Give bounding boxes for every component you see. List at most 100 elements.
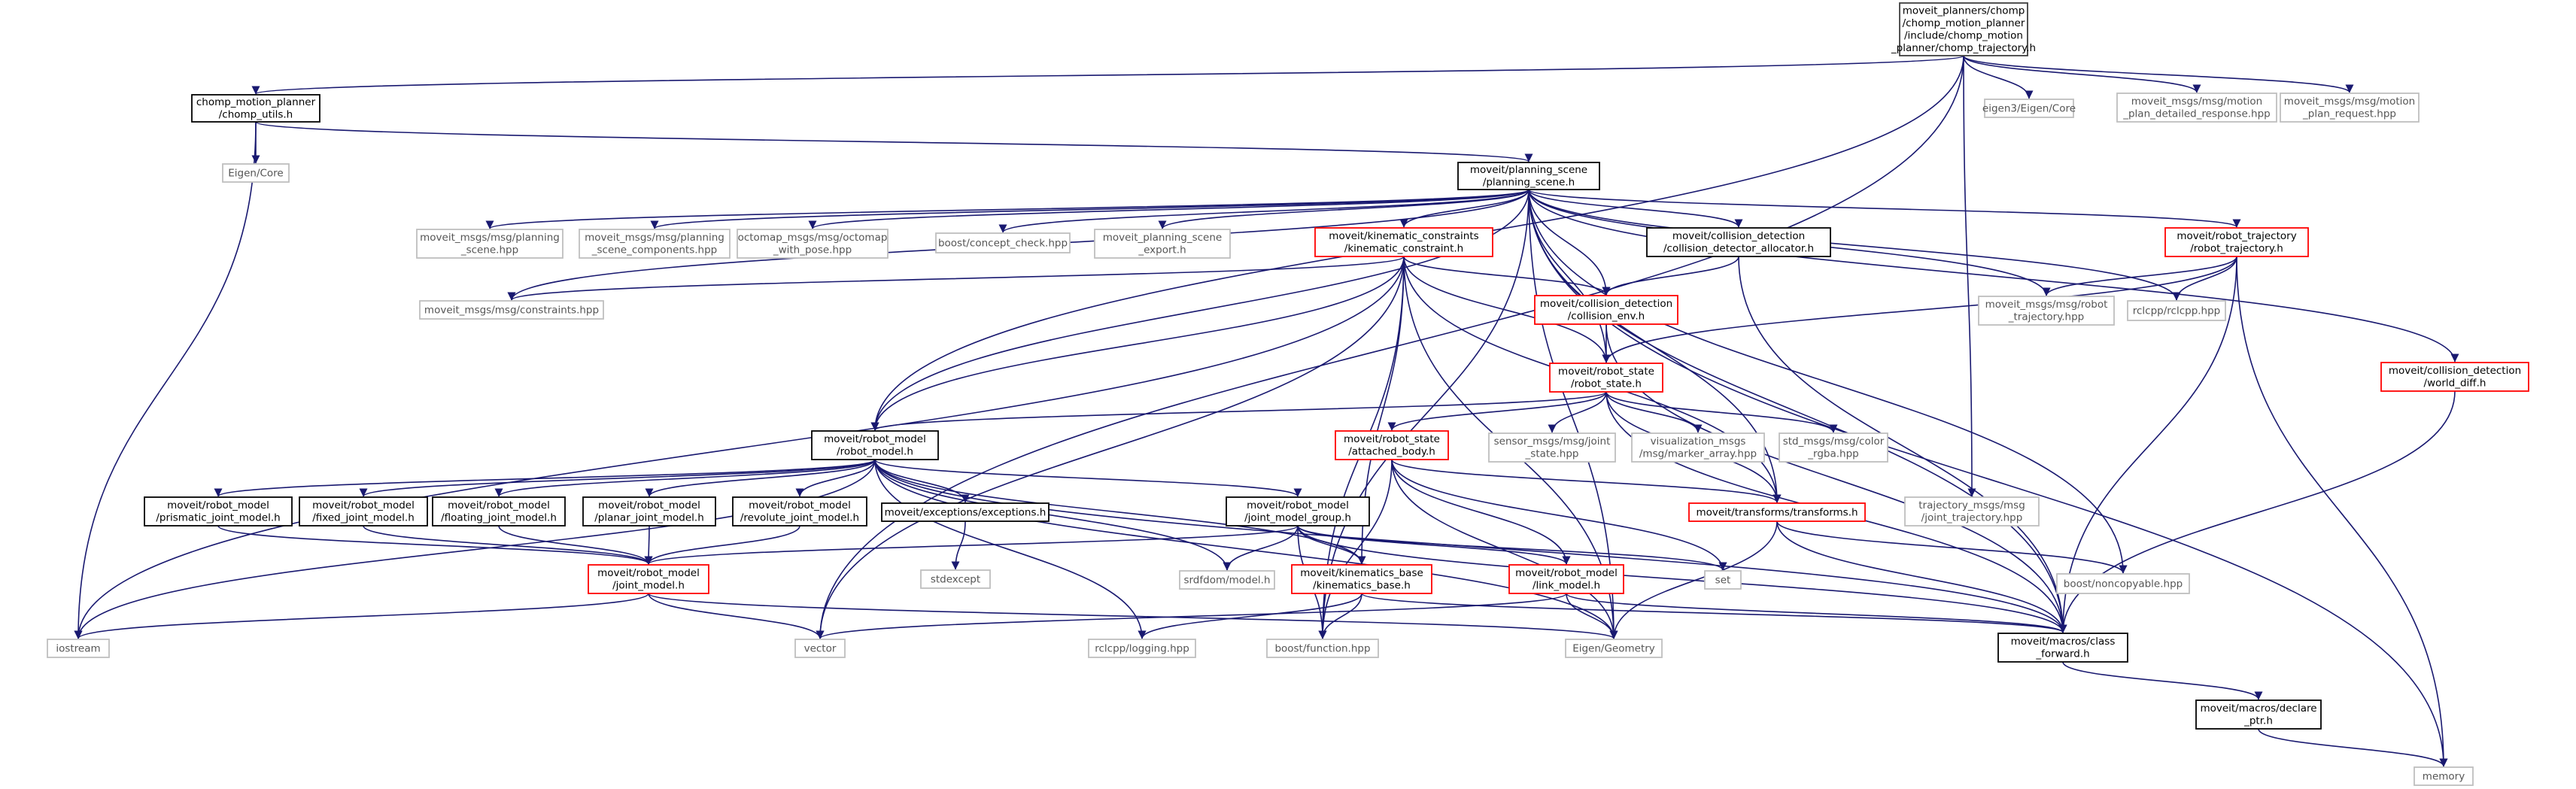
- edge-ps-to-memory: [1528, 189, 2448, 767]
- node-jtmsg: trajectory_msgs/msg/joint_trajectory.hpp: [1904, 496, 2040, 527]
- node-label-flj: moveit/robot_model: [448, 499, 550, 511]
- node-vis: visualization_msgs/msg/marker_array.hpp: [1631, 432, 1765, 463]
- node-rs[interactable]: moveit/robot_state/robot_state.h: [1549, 363, 1663, 393]
- node-color: std_msgs/msg/color_rgba.hpp: [1779, 432, 1888, 463]
- edge-rm-to-srdf: [874, 459, 1232, 571]
- node-pj[interactable]: moveit/robot_model/prismatic_joint_model…: [144, 496, 293, 527]
- node-label-cf: moveit/macros/class: [2011, 636, 2116, 648]
- node-box-vector: [794, 639, 846, 658]
- node-label-pj: /prismatic_joint_model.h: [156, 512, 280, 524]
- node-label-detailed: _plan_detailed_response.hpp: [2122, 108, 2271, 120]
- node-label-func: boost/function.hpp: [1274, 642, 1370, 654]
- node-label-cf: _forward.h: [2035, 648, 2089, 660]
- node-constraints: moveit_msgs/msg/constraints.hpp: [419, 300, 604, 320]
- node-box-cf: [1997, 633, 2128, 663]
- node-label-octo: octomap_msgs/msg/octomap: [738, 232, 888, 244]
- node-dp[interactable]: moveit/macros/declare_ptr.h: [2195, 699, 2322, 730]
- node-label-root: moveit_planners/chomp: [1903, 5, 2025, 17]
- node-box-lm: [1508, 564, 1624, 594]
- node-label-eigencore3: eigen3/Eigen/Core: [1982, 102, 2076, 114]
- node-eigencore3: eigen3/Eigen/Core: [1982, 99, 2076, 118]
- node-export: moveit_planning_scene_export.h: [1094, 229, 1231, 259]
- edge-ps-to-m_ps: [485, 189, 1530, 229]
- node-label-exc: moveit/exceptions/exceptions.h: [885, 506, 1046, 518]
- node-label-rm: /robot_model.h: [837, 446, 913, 458]
- node-fj[interactable]: moveit/robot_model/fixed_joint_model.h: [299, 496, 428, 527]
- node-label-fj: moveit/robot_model: [312, 499, 415, 511]
- node-label-kc: /kinematic_constraint.h: [1344, 243, 1463, 255]
- node-label-lm: moveit/robot_model: [1515, 567, 1618, 579]
- node-label-ab: moveit/robot_state: [1344, 433, 1440, 445]
- edge-jmg-to-cf: [1297, 525, 2067, 633]
- node-label-jsmsg: _state.hpp: [1525, 448, 1579, 460]
- node-m_ps: moveit_msgs/msg/planning_scene.hpp: [416, 229, 564, 259]
- node-label-root: /chomp_motion_planner: [1903, 17, 2025, 29]
- node-box-jm: [588, 564, 709, 594]
- edge-kb-to-logging: [1138, 593, 1362, 639]
- node-label-root: /include/chomp_motion: [1904, 30, 2023, 42]
- node-jmg[interactable]: moveit/robot_model/joint_model_group.h: [1226, 496, 1370, 527]
- edge-ps-to-func: [1318, 189, 1530, 639]
- node-logging: rclcpp/logging.hpp: [1088, 639, 1196, 658]
- edge-kb-to-cf: [1361, 593, 2067, 633]
- node-tf[interactable]: moveit/transforms/transforms.h: [1688, 502, 1866, 522]
- node-kb[interactable]: moveit/kinematics_base/kinematics_base.h: [1291, 564, 1432, 594]
- node-lm[interactable]: moveit/robot_model/link_model.h: [1508, 564, 1624, 594]
- edge-ps-to-m_psc: [650, 189, 1530, 229]
- node-box-iostream: [47, 639, 110, 658]
- node-cf[interactable]: moveit/macros/class_forward.h: [1997, 633, 2128, 663]
- node-ab[interactable]: moveit/robot_state/attached_body.h: [1335, 430, 1449, 460]
- node-label-wd: /world_diff.h: [2424, 378, 2486, 390]
- edge-jmg-to-srdf: [1223, 525, 1299, 571]
- edge-rm-to-geom: [874, 459, 1618, 639]
- node-box-request: [2280, 93, 2420, 123]
- node-kc[interactable]: moveit/kinematic_constraints/kinematic_c…: [1314, 227, 1493, 257]
- edge-rm-to-jmg: [874, 459, 1302, 497]
- node-box-color: [1779, 432, 1888, 463]
- node-box-root: [1899, 2, 2028, 56]
- edge-root-to-request: [1963, 55, 2354, 93]
- edge-tf-to-cf: [1776, 520, 2067, 633]
- node-label-jm: /joint_model.h: [612, 580, 685, 592]
- node-box-exc: [881, 502, 1050, 522]
- node-utils[interactable]: chomp_motion_planner/chomp_utils.h: [191, 94, 320, 123]
- node-label-rs: moveit/robot_state: [1558, 366, 1654, 378]
- node-label-utils: chomp_motion_planner: [196, 96, 316, 108]
- node-exc[interactable]: moveit/exceptions/exceptions.h: [881, 502, 1050, 522]
- node-cda[interactable]: moveit/collision_detection/collision_det…: [1646, 227, 1831, 257]
- node-box-pj: [144, 496, 293, 527]
- node-set: set: [1704, 570, 1742, 590]
- node-label-export: moveit_planning_scene: [1103, 232, 1222, 244]
- node-rj[interactable]: moveit/robot_model/revolute_joint_model.…: [732, 496, 867, 527]
- node-rt[interactable]: moveit/robot_trajectory/robot_trajectory…: [2164, 227, 2309, 257]
- node-box-srdf: [1179, 570, 1275, 590]
- edge-rm-to-exc: [874, 459, 970, 503]
- node-label-color: _rgba.hpp: [1807, 448, 1858, 460]
- node-wd[interactable]: moveit/collision_detection/world_diff.h: [2380, 362, 2529, 392]
- edge-ps-to-ce: [1528, 189, 1611, 296]
- node-flj[interactable]: moveit/robot_model/floating_joint_model.…: [432, 496, 566, 527]
- node-box-rs: [1549, 363, 1663, 393]
- node-root[interactable]: moveit_planners/chomp/chomp_motion_plann…: [1891, 2, 2036, 56]
- node-label-rs: /robot_state.h: [1571, 378, 1642, 390]
- node-rm[interactable]: moveit/robot_model/robot_model.h: [811, 430, 939, 460]
- node-box-memory: [2413, 766, 2474, 786]
- node-eigencore: Eigen/Core: [222, 163, 290, 183]
- node-box-cda: [1646, 227, 1831, 257]
- node-box-flj: [432, 496, 566, 527]
- edge-rm-to-pj: [214, 459, 876, 497]
- node-ps[interactable]: moveit/planning_scene/planning_scene.h: [1457, 162, 1600, 190]
- node-jm[interactable]: moveit/robot_model/joint_model.h: [588, 564, 709, 594]
- edge-rj-to-jm: [644, 525, 800, 565]
- node-label-rm: moveit/robot_model: [824, 433, 926, 445]
- edge-ps-to-kc: [1399, 189, 1530, 228]
- node-rclcpp: rclcpp/rclcpp.hpp: [2127, 300, 2226, 321]
- node-box-set: [1704, 570, 1742, 590]
- node-nonc: boost/noncopyable.hpp: [2056, 573, 2190, 594]
- node-label-m_psc: moveit_msgs/msg/planning: [585, 232, 724, 244]
- node-ce[interactable]: moveit/collision_detection/collision_env…: [1534, 295, 1678, 325]
- node-label-m_psc: _scene_components.hpp: [591, 244, 718, 256]
- node-plj[interactable]: moveit/robot_model/planar_joint_model.h: [582, 496, 716, 527]
- node-detailed: moveit_msgs/msg/motion_plan_detailed_res…: [2116, 93, 2277, 123]
- edge-rm-to-rj: [795, 459, 876, 497]
